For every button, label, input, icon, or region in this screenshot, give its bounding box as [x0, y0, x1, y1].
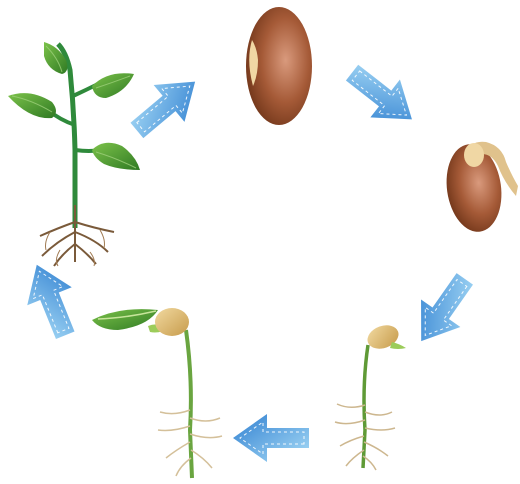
sprout-stem [363, 345, 368, 468]
arrow-icon [337, 54, 426, 139]
seed-hilum [464, 143, 484, 167]
arrow-icon [15, 256, 88, 344]
young-plant-stage [8, 42, 140, 266]
seedling-cotyledon [155, 308, 189, 336]
seed-stage [246, 7, 312, 125]
arrow-icon [233, 414, 309, 462]
arrow-icon [402, 265, 485, 355]
sprout-stage [335, 321, 406, 470]
sprout-leaf-tip [390, 342, 406, 349]
seedling-stem [186, 330, 192, 478]
seedling-stage [92, 308, 222, 478]
germinating-seed-stage [441, 141, 518, 236]
arrow-icon [121, 63, 210, 149]
